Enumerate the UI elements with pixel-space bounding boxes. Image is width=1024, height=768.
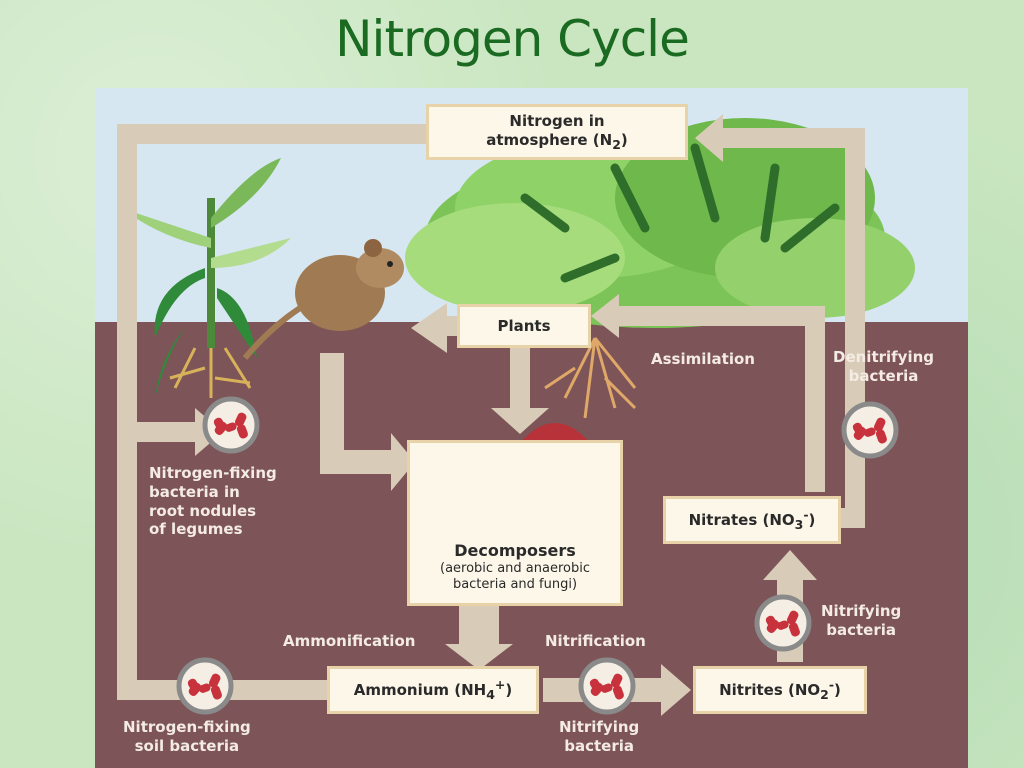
assimilation-label: Assimilation [651, 350, 755, 368]
legume-plant [121, 158, 291, 398]
mouse [242, 239, 404, 360]
nitrogen-cycle-diagram: Nitrogen in atmosphere (N2) Plants Decom… [95, 88, 968, 768]
denitrifying-label: Denitrifying bacteria [833, 348, 935, 385]
ammonium-box: Ammonium (NH4+) [327, 666, 539, 714]
plant-roots [544, 337, 637, 419]
nitrites-box: Nitrites (NO2-) [693, 666, 867, 714]
atmosphere-line1: Nitrogen in [509, 111, 605, 130]
root-nodule-bacteria-icon [205, 399, 257, 451]
ammonification-label: Ammonification [283, 632, 416, 650]
decomposers-title: Decomposers [454, 540, 576, 560]
root-nodules-label: Nitrogen-fixing bacteria in root nodules… [149, 464, 277, 539]
nitrifying-bacteria-bottom-icon [581, 660, 633, 712]
plants-box: Plants [457, 304, 591, 348]
soil-bacteria-label: Nitrogen-fixing soil bacteria [123, 718, 251, 755]
nitrifying-bacteria-top-label: Nitrifying bacteria [821, 602, 902, 639]
decomposers-desc2: bacteria and fungi) [452, 576, 578, 592]
nitrification-label: Nitrification [545, 632, 646, 650]
nitrifying-bacteria-top-icon [757, 597, 809, 649]
nitrates-box: Nitrates (NO3-) [663, 496, 841, 544]
nitrifying-bacteria-bottom-label: Nitrifying bacteria [559, 718, 640, 755]
soil-bacteria-icon [179, 660, 231, 712]
decomposers-desc1: (aerobic and anaerobic [440, 560, 590, 576]
atmosphere-box: Nitrogen in atmosphere (N2) [426, 104, 688, 160]
atmosphere-line2: atmosphere (N2) [486, 130, 628, 152]
denitrifying-bacteria-icon [844, 404, 896, 456]
decomposers-box: Decomposers (aerobic and anaerobic bacte… [407, 440, 623, 606]
page-title: Nitrogen Cycle [335, 10, 690, 68]
